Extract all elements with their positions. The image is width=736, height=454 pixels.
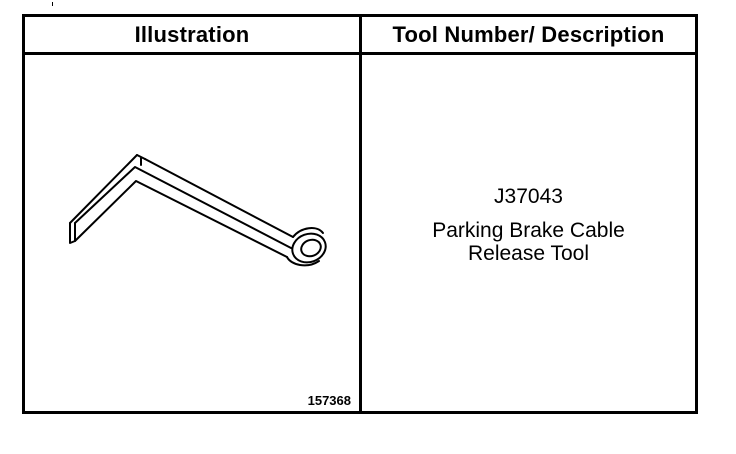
tool-description-line-2: Release Tool: [467, 242, 590, 265]
parking-brake-cable-release-tool-icon: [69, 154, 327, 267]
tool-table: Illustration Tool Number/ Description 15…: [22, 14, 698, 414]
figure-number: 157368: [307, 393, 351, 408]
description-cell: J37043 Parking Brake Cable Release Tool: [362, 55, 695, 411]
illustration-cell: 157368: [25, 55, 362, 411]
header-illustration: Illustration: [25, 17, 362, 55]
corner-mark: [52, 2, 53, 6]
tool-number: J37043: [494, 185, 563, 208]
tool-description-line-1: Parking Brake Cable: [432, 219, 625, 242]
header-tool-description: Tool Number/ Description: [362, 17, 695, 55]
